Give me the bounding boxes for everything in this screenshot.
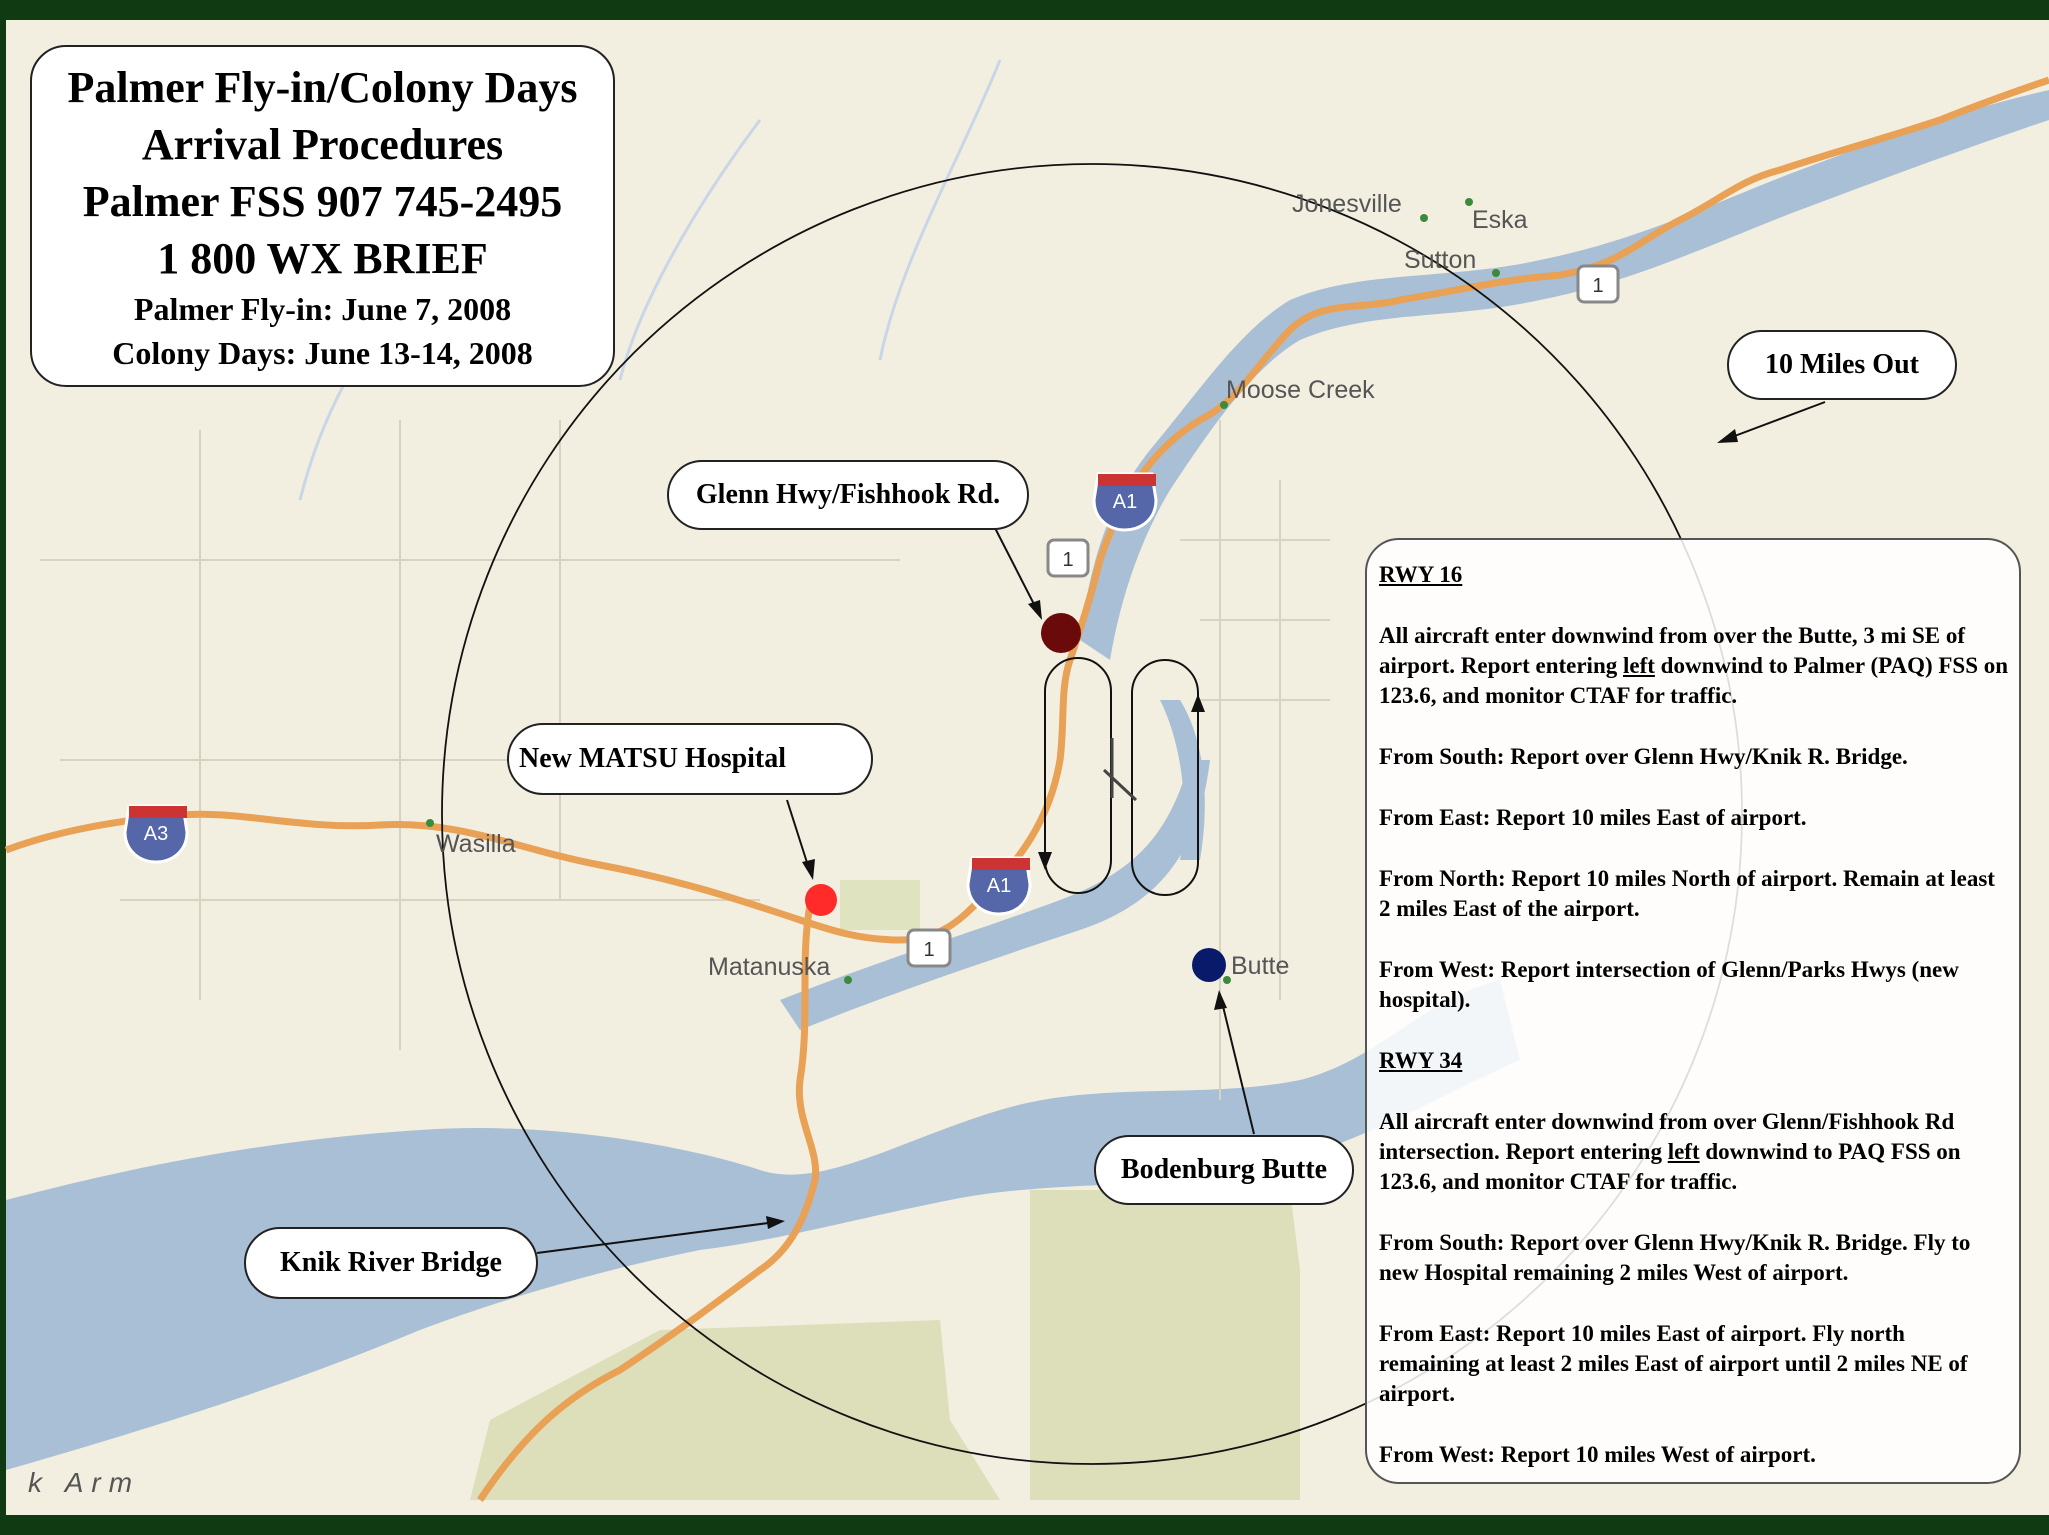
title-line: Palmer Fly-in/Colony Days — [67, 63, 578, 112]
matanuska-river — [780, 760, 1210, 1030]
pattern-arrow-up — [1191, 694, 1205, 712]
svg-text:1: 1 — [1592, 275, 1603, 297]
label-sutton: Sutton — [1404, 246, 1476, 274]
minor-roads — [40, 420, 1330, 1100]
label-wasilla: Wasilla — [436, 830, 516, 858]
callout-ten-miles-out: 10 Miles Out — [1727, 330, 1957, 400]
rwy34-from-south: From South: Report over Glenn Hwy/Knik R… — [1379, 1230, 1971, 1285]
label-knik-arm: k Arm — [28, 1467, 140, 1498]
glenn-highway — [977, 76, 2049, 903]
route-shield-1-south: 1 — [906, 928, 952, 968]
rwy16-from-north: From North: Report 10 miles North of air… — [1379, 866, 1995, 921]
callout-glenn-fishhook: Glenn Hwy/Fishhook Rd. — [667, 460, 1029, 530]
title-box: Palmer Fly-in/Colony Days Arrival Proced… — [30, 45, 615, 387]
wx-brief: 1 800 WX BRIEF — [157, 234, 488, 283]
label-matanuska: Matanuska — [708, 953, 830, 981]
traffic-pattern-east — [1131, 659, 1199, 896]
label-butte: Butte — [1231, 952, 1289, 980]
butte-marker — [1192, 948, 1226, 982]
glenn-fishhook-marker — [1041, 613, 1081, 653]
knik-arm-water — [6, 980, 1520, 1470]
rwy16-from-west: From West: Report intersection of Glenn/… — [1379, 957, 1959, 1012]
callout-arrows — [536, 401, 1826, 1254]
river-bend — [1160, 700, 1205, 860]
town-dots — [426, 198, 1500, 984]
interstate-shield-a1-north: A1 — [1092, 472, 1158, 532]
palmer-airport-runway — [1102, 738, 1138, 802]
svg-text:1: 1 — [1062, 549, 1073, 571]
interstate-shield-a1-south: A1 — [966, 856, 1032, 916]
rwy34-general: All aircraft enter downwind from over Gl… — [1379, 1109, 1961, 1194]
subtitle-line: Arrival Procedures — [141, 120, 504, 169]
park-area — [470, 1320, 1000, 1500]
park-area — [840, 880, 920, 930]
arrival-procedures-panel: RWY 16 All aircraft enter downwind from … — [1365, 538, 2021, 1484]
svg-text:A1: A1 — [1113, 491, 1137, 513]
svg-text:1: 1 — [923, 939, 934, 961]
rwy16-from-east: From East: Report 10 miles East of airpo… — [1379, 805, 1807, 830]
rwy34-from-west: From West: Report 10 miles West of airpo… — [1379, 1442, 1816, 1467]
label-moose-creek: Moose Creek — [1226, 376, 1375, 404]
rwy34-heading: RWY 34 — [1379, 1048, 1463, 1073]
svg-text:A1: A1 — [987, 875, 1011, 897]
label-jonesville: Jonesville — [1292, 190, 1402, 218]
callout-knik-river-bridge: Knik River Bridge — [244, 1227, 538, 1299]
arrow-heads — [766, 429, 1738, 1229]
rwy16-general: All aircraft enter downwind from over th… — [1379, 623, 2009, 708]
rwy16-heading: RWY 16 — [1379, 562, 1463, 587]
colony-days-date: Colony Days: June 13-14, 2008 — [112, 335, 533, 371]
label-eska: Eska — [1472, 206, 1528, 234]
rwy16-from-south: From South: Report over Glenn Hwy/Knik R… — [1379, 744, 1908, 769]
fly-in-date: Palmer Fly-in: June 7, 2008 — [133, 291, 512, 327]
matanuska-river-upper — [1080, 90, 2049, 660]
route-shield-1-north: 1 — [1046, 538, 1090, 578]
park-area — [1030, 1190, 1300, 1500]
rwy34-from-east: From East: Report 10 miles East of airpo… — [1379, 1321, 1968, 1406]
svg-text:A3: A3 — [144, 823, 168, 845]
glenn-highway-south — [477, 904, 820, 1502]
fss-phone: Palmer FSS 907 745-2495 — [82, 177, 563, 226]
hospital-marker — [805, 884, 837, 916]
route-shield-1-sutton: 1 — [1576, 264, 1620, 304]
callout-bodenburg-butte: Bodenburg Butte — [1094, 1135, 1354, 1205]
interstate-shield-a3: A3 — [123, 804, 189, 864]
callout-matsu-hospital: New MATSU Hospital — [507, 723, 873, 795]
